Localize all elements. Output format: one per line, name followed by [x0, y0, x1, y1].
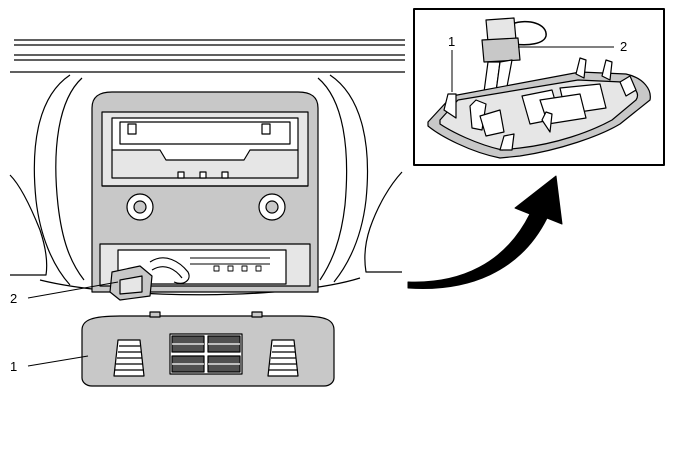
headliner-contour-right	[329, 74, 369, 283]
windshield-header-lines	[10, 39, 405, 73]
console-electrical-connector	[109, 257, 190, 301]
headliner-lower-curve	[39, 277, 361, 296]
inset-connector	[481, 17, 547, 93]
inset-frame	[413, 8, 665, 166]
console-switch-bank	[169, 333, 243, 375]
inset-console-body	[427, 57, 651, 159]
leader-line-connector	[27, 281, 119, 299]
leader-line-console	[27, 355, 89, 367]
callout-console: 1	[10, 359, 17, 374]
headliner-contour-left-outer	[9, 174, 48, 276]
headliner-contour-left	[33, 74, 71, 286]
headliner-contour-left-inner	[55, 77, 85, 281]
mounting-boss-right	[258, 193, 286, 221]
view-arrow	[407, 175, 563, 289]
headliner-contour-right-outer	[364, 171, 403, 273]
headliner-contour-right-inner	[317, 77, 348, 281]
inset-callout-connector: 2	[620, 39, 627, 54]
callout-connector: 2	[10, 291, 17, 306]
overhead-console-lowered	[81, 311, 335, 387]
inset-detail-view	[413, 8, 665, 166]
mounting-boss-left	[126, 193, 154, 221]
headliner-opening-view	[9, 39, 405, 387]
console-opening	[91, 91, 319, 293]
console-vent-left	[113, 339, 145, 377]
console-vent-right	[267, 339, 299, 377]
inset-callout-console: 1	[448, 34, 455, 49]
